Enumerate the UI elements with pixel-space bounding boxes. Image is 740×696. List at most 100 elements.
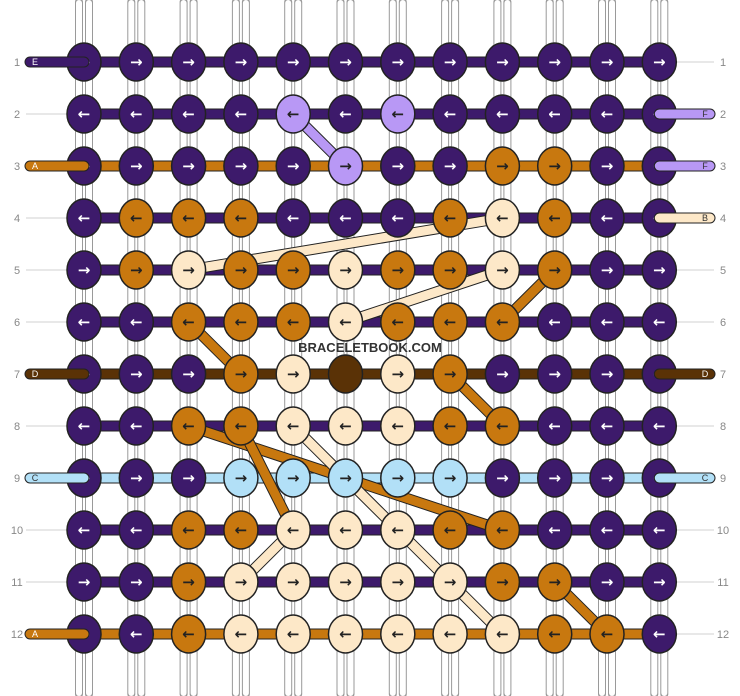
knot: → — [170, 250, 207, 290]
knot-arrow-label: ← — [235, 625, 248, 643]
knot-arrow-label: ← — [130, 313, 143, 331]
knot-arrow-label: → — [496, 573, 509, 591]
knot-arrow-label: → — [496, 53, 509, 71]
knot-arrow-label: → — [339, 53, 352, 71]
knot-oval — [484, 510, 521, 550]
row-number-left: 5 — [14, 265, 20, 277]
row-number-left: 11 — [11, 577, 22, 589]
knot: ← — [118, 614, 155, 654]
knot-arrow-label: ← — [496, 417, 509, 435]
knot: ← — [432, 198, 468, 238]
knot-oval — [327, 510, 364, 550]
knot-oval — [170, 250, 207, 290]
knot-arrow-label: ← — [130, 521, 143, 539]
knot: ← — [641, 510, 678, 550]
knot: → — [275, 42, 311, 82]
knot-arrow-label: ← — [601, 521, 614, 539]
knot: ← — [66, 302, 102, 342]
knot-arrow-label: ← — [392, 417, 405, 435]
row-number-right: 1 — [720, 57, 726, 69]
knot-oval — [432, 354, 468, 394]
knot-oval — [66, 510, 102, 550]
knot-oval — [275, 94, 311, 134]
knot: → — [380, 458, 416, 498]
knot: → — [432, 458, 468, 498]
knot: ← — [223, 406, 259, 446]
knot-oval — [275, 302, 311, 342]
knot-arrow-label: ← — [548, 625, 561, 643]
knot-oval — [536, 198, 573, 238]
knot-arrow-label: → — [339, 573, 352, 591]
knot: ← — [380, 94, 416, 134]
knot-oval — [484, 302, 521, 342]
knot: → — [223, 250, 259, 290]
knot: ← — [641, 406, 678, 446]
knot: → — [536, 250, 573, 290]
knot-oval — [223, 94, 259, 134]
knot: ← — [118, 94, 155, 134]
knot-arrow-label: → — [182, 365, 195, 383]
knot-oval — [589, 562, 625, 602]
knot-arrow-label: ← — [444, 209, 457, 227]
knot: → — [327, 250, 364, 290]
knot: ← — [484, 406, 521, 446]
knot-oval — [589, 458, 625, 498]
knot-arrow-label: → — [182, 261, 195, 279]
knot: → — [275, 250, 311, 290]
knot: ← — [66, 94, 102, 134]
knot-oval — [536, 42, 573, 82]
knot-arrow-label: → — [78, 573, 91, 591]
knot-arrow-label: → — [130, 469, 143, 487]
knot-arrow-label: ← — [444, 105, 457, 123]
knot-oval — [223, 250, 259, 290]
knot-oval — [275, 354, 311, 394]
knot-oval — [536, 94, 573, 134]
knot-oval — [327, 94, 364, 134]
knot-arrow-label: ← — [392, 625, 405, 643]
row-number-left: 1 — [14, 57, 20, 69]
knot: → — [327, 458, 364, 498]
knot-arrow-label: → — [653, 573, 666, 591]
knot-oval — [432, 406, 468, 446]
knot: ← — [66, 198, 102, 238]
knot: → — [275, 562, 311, 602]
knot-arrow-label: → — [444, 53, 457, 71]
knot: → — [536, 458, 573, 498]
knot-oval — [536, 354, 573, 394]
knot-grid: → → → → → → → → → → → → ← ← ← ← ← ← ← ← ← ← ← ← → → → → → → → → → → → → ← ← ← ←… — [66, 42, 678, 654]
strand-label: E — [32, 57, 38, 67]
knot-arrow-label: → — [235, 573, 248, 591]
knot: → — [327, 146, 364, 186]
knot: ← — [118, 198, 155, 238]
knot-arrow-label: → — [287, 469, 300, 487]
row-number-left: 12 — [11, 629, 23, 641]
knot-oval — [118, 562, 155, 602]
knot-oval — [118, 250, 155, 290]
knot-arrow-label: ← — [130, 417, 143, 435]
knot-oval — [589, 302, 625, 342]
knot: → — [223, 146, 259, 186]
knot: → — [66, 562, 102, 602]
knot-arrow-label: → — [548, 573, 561, 591]
knot: ← — [536, 510, 573, 550]
strand-label: C — [32, 473, 39, 483]
knot: → — [170, 146, 207, 186]
diagonal-strand — [341, 265, 507, 327]
knot-oval — [380, 302, 416, 342]
knot-oval — [327, 562, 364, 602]
knot-oval — [66, 302, 102, 342]
knot-arrow-label: ← — [287, 209, 300, 227]
knot-arrow-label: ← — [78, 209, 91, 227]
diagonal-strand — [236, 421, 298, 535]
knot-arrow-label: → — [601, 573, 614, 591]
row-number-right: 8 — [720, 421, 726, 433]
knot-oval — [223, 406, 259, 446]
knot-arrow-label: → — [182, 53, 195, 71]
knot-oval — [380, 406, 416, 446]
knot-oval — [118, 354, 155, 394]
row-number-right: 9 — [720, 473, 726, 485]
strand-label: D — [32, 369, 39, 379]
knot-oval — [66, 198, 102, 238]
knot: → — [327, 42, 364, 82]
knot-arrow-label: ← — [287, 313, 300, 331]
